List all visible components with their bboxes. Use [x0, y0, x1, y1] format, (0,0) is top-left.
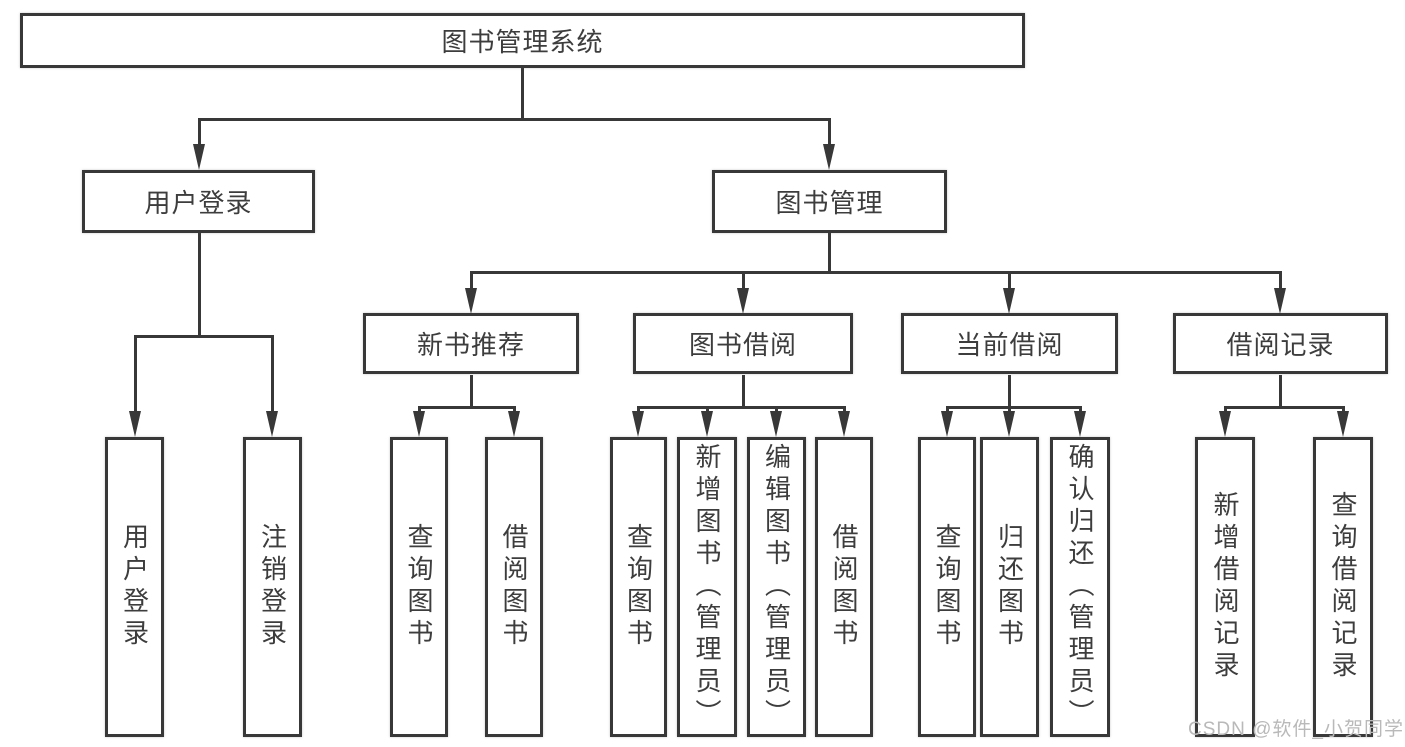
connector-line [270, 335, 274, 415]
connector-line [521, 68, 524, 121]
leaf-query-borrow-record-label: 查询借阅记录 [1328, 491, 1358, 683]
arrowhead-icon [1336, 411, 1349, 437]
leaf-query-books-recommend: 查询图书 [390, 437, 448, 737]
leaf-borrow-books-label: 借阅图书 [829, 523, 859, 651]
connector-line [775, 406, 778, 415]
connector-line [197, 118, 201, 148]
leaf-logout-label: 注销登录 [257, 523, 288, 651]
node-book-management-label: 图书管理 [775, 188, 884, 218]
leaf-query-books-current: 查询图书 [918, 437, 976, 737]
connector-line [469, 271, 473, 292]
leaf-query-books-borrow-label: 查询图书 [623, 523, 654, 651]
node-book-borrow: 图书借阅 [633, 313, 853, 374]
connector-line [1008, 406, 1011, 415]
arrowhead-icon [700, 411, 713, 437]
leaf-add-borrow-record: 新增借阅记录 [1195, 437, 1255, 737]
arrowhead-icon [736, 288, 749, 314]
connector-line [828, 118, 831, 148]
node-new-book-recommend-label: 新书推荐 [416, 330, 525, 360]
arrowhead-icon [837, 411, 850, 437]
connector-line [1008, 271, 1011, 292]
arrowhead-icon [1274, 288, 1286, 314]
node-book-borrow-label: 图书借阅 [688, 330, 797, 360]
node-library-system-label: 图书管理系统 [441, 27, 604, 57]
connector-line [197, 233, 201, 338]
node-borrow-records: 借阅记录 [1173, 313, 1388, 374]
leaf-confirm-return-admin-label: 确认归还（管理员） [1065, 443, 1095, 731]
leaf-add-book-admin: 新增图书（管理员） [677, 437, 737, 737]
node-current-borrow-label: 当前借阅 [955, 330, 1064, 360]
connector-line [705, 406, 709, 415]
arrowhead-icon [631, 411, 644, 437]
leaf-borrow-books-recommend: 借阅图书 [485, 437, 543, 737]
arrowhead-icon [1003, 411, 1015, 437]
arrowhead-icon [1073, 411, 1086, 437]
leaf-return-book-label: 归还图书 [994, 523, 1025, 651]
node-borrow-records-label: 借阅记录 [1226, 330, 1335, 360]
connector-line [741, 375, 745, 409]
connector-line [828, 233, 831, 274]
connector-line [1078, 406, 1082, 415]
arrowhead-icon [507, 411, 520, 437]
connector-line [945, 406, 1082, 409]
arrowhead-icon [192, 144, 205, 170]
leaf-user-login: 用户登录 [105, 437, 164, 737]
node-book-management: 图书管理 [712, 170, 947, 233]
connector-line [1341, 406, 1345, 415]
arrowhead-icon [770, 411, 782, 437]
leaf-query-books-current-label: 查询图书 [932, 523, 962, 651]
node-library-system: 图书管理系统 [20, 13, 1025, 68]
leaf-add-book-admin-label: 新增图书（管理员） [692, 443, 722, 731]
leaf-add-borrow-record-label: 新增借阅记录 [1210, 491, 1240, 683]
connector-line [1008, 375, 1011, 409]
arrowhead-icon [823, 144, 835, 170]
connector-line [197, 118, 831, 121]
arrowhead-icon [464, 288, 477, 314]
connector-line [636, 406, 640, 415]
node-user-login: 用户登录 [82, 170, 315, 233]
connector-line [512, 406, 516, 415]
leaf-edit-book-admin-label: 编辑图书（管理员） [761, 443, 792, 731]
connector-line [1279, 375, 1282, 409]
node-user-login-label: 用户登录 [144, 188, 253, 218]
leaf-query-books-borrow: 查询图书 [610, 437, 667, 737]
node-current-borrow: 当前借阅 [901, 313, 1118, 374]
node-new-book-recommend: 新书推荐 [363, 313, 579, 374]
connector-line [636, 406, 846, 409]
watermark: CSDN @软件_小贺同学 [1188, 719, 1404, 740]
leaf-query-borrow-record: 查询借阅记录 [1313, 437, 1373, 737]
arrowhead-icon [128, 411, 141, 437]
connector-line [469, 271, 1282, 274]
connector-line [1223, 406, 1345, 409]
connector-line [133, 335, 274, 338]
leaf-user-login-label: 用户登录 [119, 523, 150, 651]
leaf-return-book: 归还图书 [980, 437, 1039, 737]
leaf-logout: 注销登录 [243, 437, 302, 737]
leaf-query-books-recommend-label: 查询图书 [404, 523, 434, 651]
connector-line [1223, 406, 1227, 415]
leaf-confirm-return-admin: 确认归还（管理员） [1050, 437, 1110, 737]
arrowhead-icon [412, 411, 425, 437]
arrowhead-icon [1003, 288, 1015, 314]
arrowhead-icon [940, 411, 953, 437]
connector-line [945, 406, 949, 415]
leaf-edit-book-admin: 编辑图书（管理员） [747, 437, 806, 737]
connector-line [417, 406, 516, 409]
connector-line [741, 271, 745, 292]
leaf-borrow-books-recommend-label: 借阅图书 [499, 523, 529, 651]
connector-line [133, 335, 137, 415]
connector-line [1279, 271, 1282, 292]
arrowhead-icon [1218, 411, 1231, 437]
connector-line [842, 406, 846, 415]
arrowhead-icon [265, 411, 278, 437]
connector-line [417, 406, 421, 415]
connector-line [469, 375, 473, 409]
leaf-borrow-books: 借阅图书 [815, 437, 873, 737]
